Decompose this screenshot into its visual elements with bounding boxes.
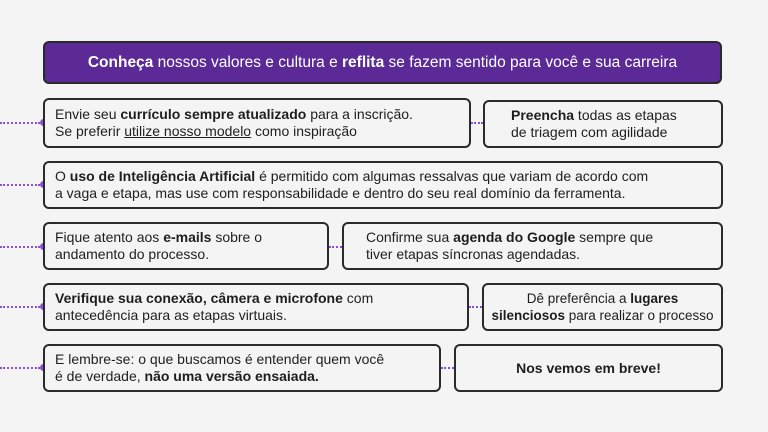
row3-mid-connector xyxy=(329,246,342,248)
row1-left-connector xyxy=(0,122,40,124)
text-span: sempre que xyxy=(575,229,654,245)
row5-left-connector xyxy=(0,367,40,369)
text-line: a vaga e etapa, mas use com responsabili… xyxy=(55,185,626,201)
row2-left-connector xyxy=(0,184,40,186)
header-plain-2: se fazem sentido para você e sua carreir… xyxy=(384,53,678,71)
card-ai-usage: O uso de Inteligência Artificial é permi… xyxy=(43,161,723,209)
text-span: Se preferir xyxy=(55,123,125,139)
text-span: Fique atento aos xyxy=(55,229,164,245)
page-title-banner: Conheça nossos valores e cultura e refli… xyxy=(43,41,722,84)
text-bold: uso de Inteligência Artificial xyxy=(69,168,256,184)
row4-left-connector xyxy=(0,306,40,308)
header-bold-2: reflita xyxy=(342,53,385,71)
text-span: O xyxy=(55,168,70,184)
text-bold: silenciosos xyxy=(491,308,565,323)
text-bold: agenda do Google xyxy=(453,229,576,245)
text-span: todas as etapas xyxy=(574,107,677,123)
text-span: Confirme sua xyxy=(366,229,454,245)
text-span: para a inscrição. xyxy=(306,106,413,122)
card-send-resume-text: Envie seu currículo sempre atualizado pa… xyxy=(55,106,413,140)
card-remember: E lembre-se: o que buscamos é entender q… xyxy=(43,344,441,392)
header-bold-1: Conheça xyxy=(87,53,154,71)
text-span: Dê preferência a xyxy=(526,291,631,306)
see-you-soon-text: Nos vemos em breve! xyxy=(516,359,661,376)
card-google-calendar: Confirme sua agenda do Google sempre que… xyxy=(342,222,723,270)
text-line: tiver etapas síncronas agendadas. xyxy=(366,246,581,262)
text-bold: e-mails xyxy=(163,229,212,245)
row4-mid-connector xyxy=(469,306,482,308)
card-see-you-soon: Nos vemos em breve! xyxy=(454,344,723,392)
header-text: Conheça nossos valores e cultura e refli… xyxy=(88,54,677,72)
card-google-calendar-text: Confirme sua agenda do Google sempre que… xyxy=(366,229,653,263)
card-emails: Fique atento aos e-mails sobre o andamen… xyxy=(43,222,329,270)
row1-mid-connector xyxy=(471,122,483,124)
text-span: é permitido com algumas ressalvas que va… xyxy=(255,168,649,184)
header-plain-1: nossos valores e cultura e xyxy=(153,53,342,71)
card-send-resume: Envie seu currículo sempre atualizado pa… xyxy=(43,98,471,148)
card-fill-stages-text: Preencha todas as etapas de triagem com … xyxy=(511,107,677,141)
text-span: para realizar o processo xyxy=(564,308,714,323)
card-fill-stages: Preencha todas as etapas de triagem com … xyxy=(483,100,723,148)
card-quiet-places-text: Dê preferência a lugares silenciosos par… xyxy=(491,290,713,324)
card-check-connection-text: Verifique sua conexão, câmera e microfon… xyxy=(55,290,373,324)
text-bold: Verifique sua conexão, câmera e microfon… xyxy=(55,290,343,306)
text-bold: lugares xyxy=(630,291,679,306)
card-remember-text: E lembre-se: o que buscamos é entender q… xyxy=(55,351,384,385)
text-line: antecedência para as etapas virtuais. xyxy=(55,307,287,323)
text-bold: Preencha xyxy=(511,107,575,123)
text-bold: currículo sempre atualizado xyxy=(120,106,307,122)
text-bold: não uma versão ensaiada. xyxy=(144,368,319,384)
resume-template-link[interactable]: utilize nosso modelo xyxy=(124,123,252,139)
card-quiet-places: Dê preferência a lugares silenciosos par… xyxy=(482,283,723,331)
text-line: de triagem com agilidade xyxy=(511,124,668,140)
text-span: é de verdade, xyxy=(55,368,145,384)
card-check-connection: Verifique sua conexão, câmera e microfon… xyxy=(43,283,469,331)
card-emails-text: Fique atento aos e-mails sobre o andamen… xyxy=(55,229,262,263)
text-span: Envie seu xyxy=(55,106,121,122)
text-line: andamento do processo. xyxy=(55,246,210,262)
text-span: como inspiração xyxy=(251,123,357,139)
row5-mid-connector xyxy=(441,367,454,369)
text-span: sobre o xyxy=(211,229,263,245)
text-line: E lembre-se: o que buscamos é entender q… xyxy=(55,351,385,367)
text-span: com xyxy=(342,290,374,306)
card-ai-usage-text: O uso de Inteligência Artificial é permi… xyxy=(55,168,648,202)
row3-left-connector xyxy=(0,246,40,248)
